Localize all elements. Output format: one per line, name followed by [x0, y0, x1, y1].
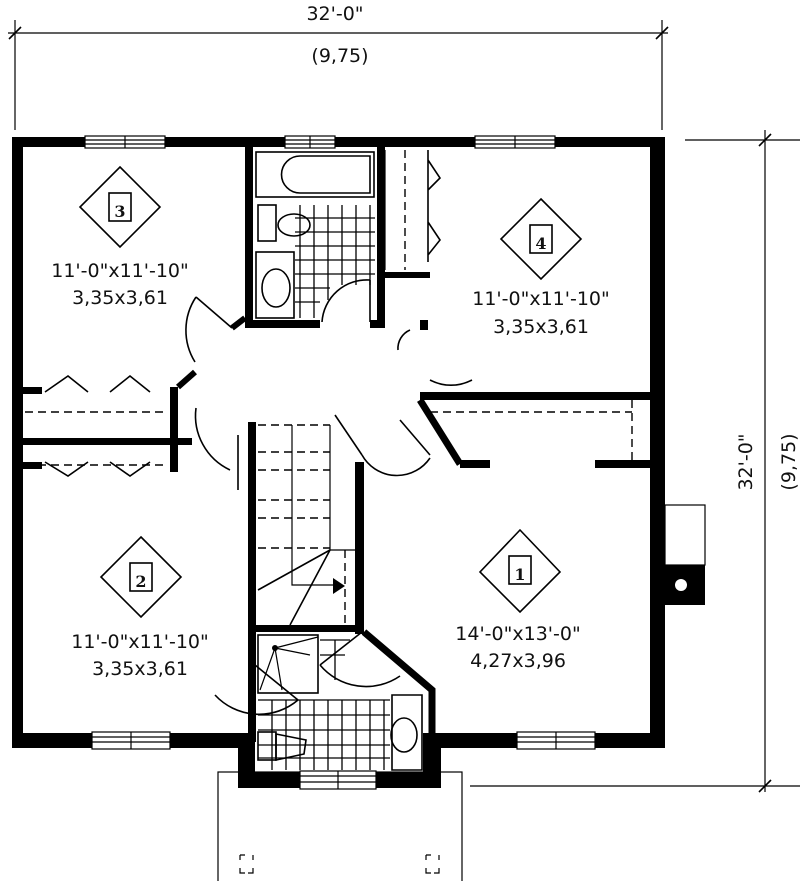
interior-walls: [22, 145, 655, 742]
width-imperial: 32'-0": [306, 3, 363, 25]
width-metric: (9,75): [311, 45, 368, 67]
room-1-tag: 1 14'-0"x13'-0" 4,27x3,96: [455, 528, 581, 672]
sink: [255, 251, 295, 319]
room-2-tag: 2 11'-0"x11'-10" 3,35x3,61: [71, 535, 209, 680]
room-dimensions-metric: 3,35x3,61: [493, 316, 589, 338]
bath2-tile: [258, 639, 390, 770]
sink-2: [390, 694, 423, 771]
doors: [185, 279, 473, 716]
room-dimensions-imperial: 14'-0"x13'-0": [455, 623, 580, 645]
closet-doors: [44, 150, 442, 477]
room-number: 1: [514, 565, 525, 584]
bath-tile: [295, 205, 375, 318]
right-dimension: 32'-0" (9,75): [470, 130, 800, 793]
top-dimension: 32'-0" (9,75): [8, 3, 669, 130]
stairs: [257, 424, 355, 626]
room-number: 3: [114, 202, 125, 221]
flue: [675, 579, 687, 591]
depth-imperial: 32'-0": [735, 433, 757, 490]
porch-posts: [239, 854, 440, 874]
interior-wall-angles: [176, 315, 463, 745]
depth-metric: (9,75): [778, 433, 800, 490]
room-dimensions-metric: 4,27x3,96: [470, 650, 566, 672]
room-dimensions-imperial: 11'-0"x11'-10": [51, 260, 189, 282]
chimney: [664, 504, 706, 566]
room-3-tag: 3 11'-0"x11'-10" 3,35x3,61: [51, 165, 189, 309]
bathtub: [255, 151, 375, 198]
room-dimensions-metric: 3,35x3,61: [72, 287, 168, 309]
toilet: [257, 204, 311, 242]
room-number: 4: [535, 234, 546, 253]
closet-shelves: [25, 150, 633, 466]
room-dimensions-imperial: 11'-0"x11'-10": [472, 288, 610, 310]
room-4-tag: 4 11'-0"x11'-10" 3,35x3,61: [472, 197, 610, 338]
windows: [84, 135, 596, 790]
room-dimensions-imperial: 11'-0"x11'-10": [71, 631, 209, 653]
toilet-2: [257, 731, 307, 761]
room-number: 2: [135, 572, 146, 591]
shower: [257, 634, 319, 694]
room-dimensions-metric: 3,35x3,61: [92, 658, 188, 680]
